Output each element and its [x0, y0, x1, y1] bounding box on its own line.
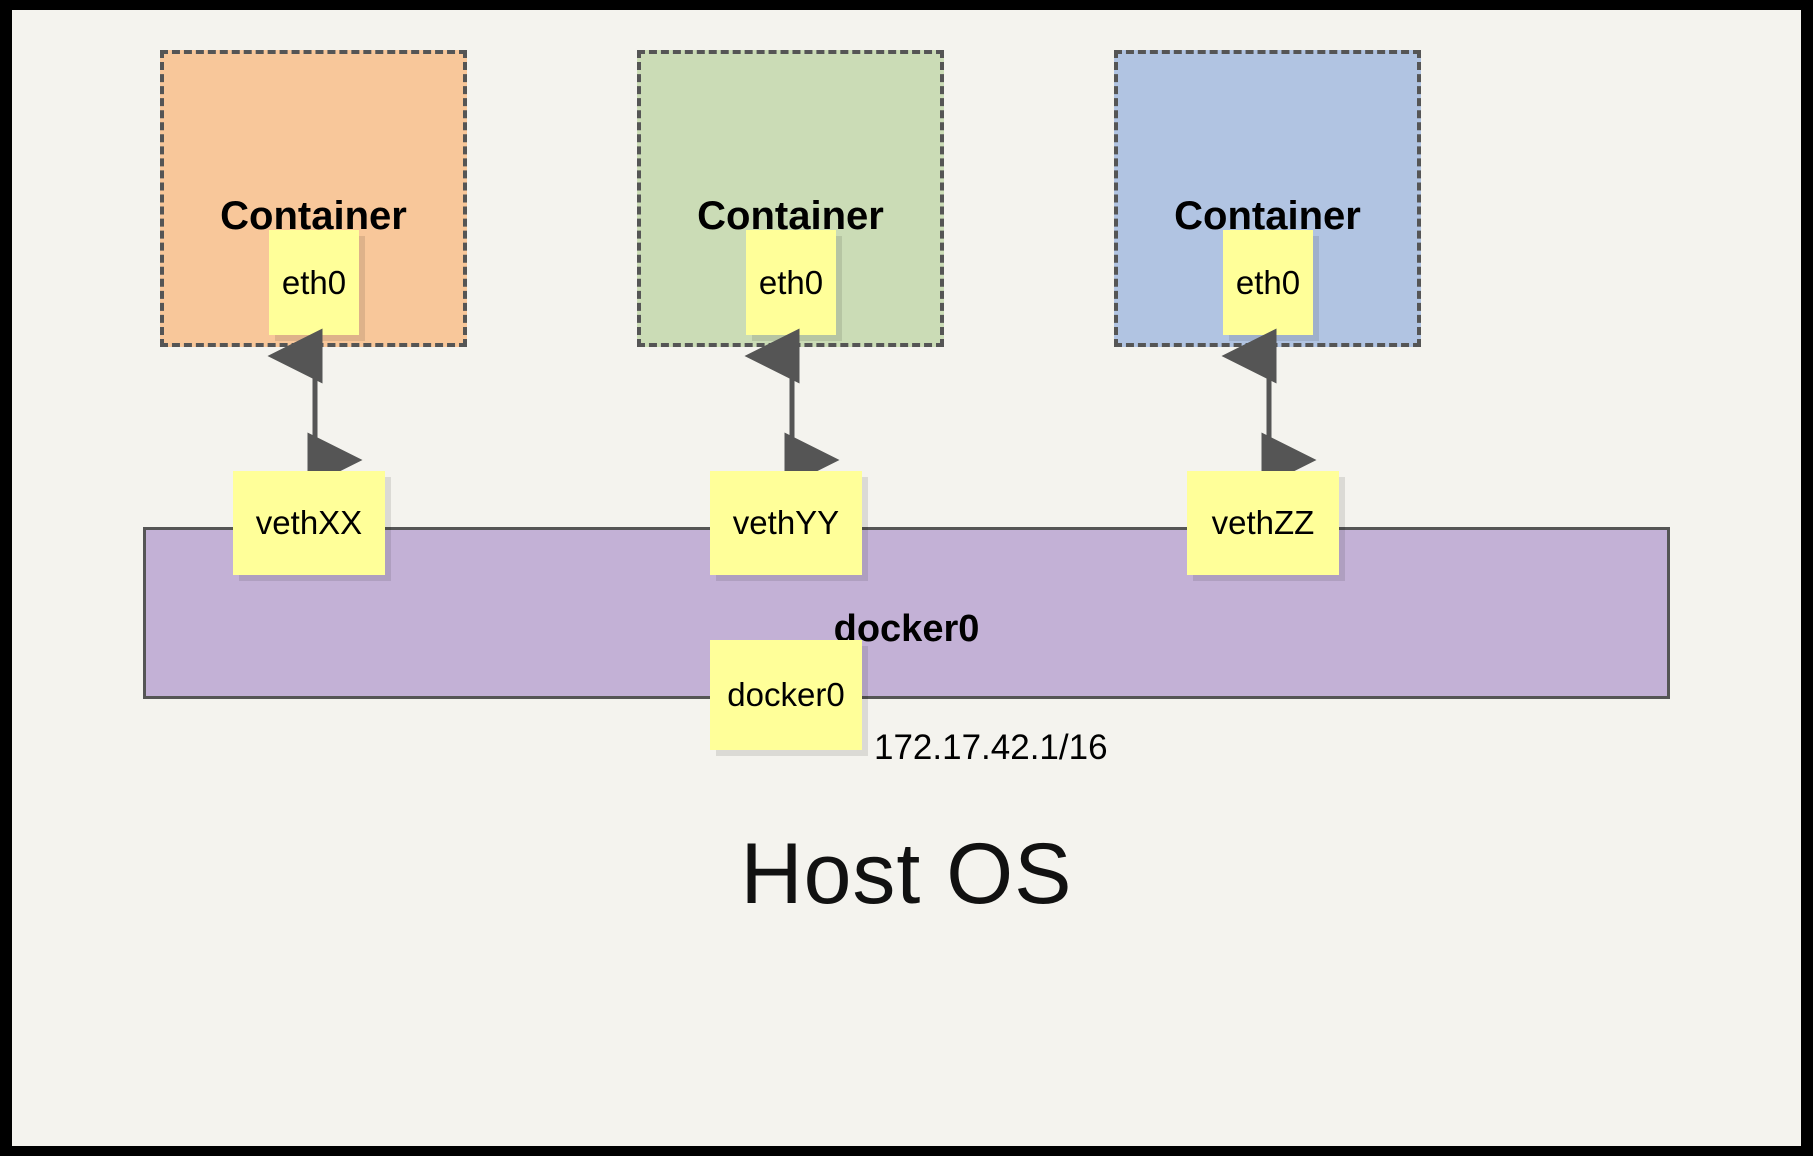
veth-label-3: vethZZ — [1211, 504, 1315, 541]
docker0-bridge-bar: docker0 — [143, 527, 1670, 699]
diagram-stage: Container eth0 Container eth0 Container … — [12, 10, 1801, 1146]
eth0-note-1: eth0 — [269, 230, 359, 335]
veth-note-3: vethZZ — [1187, 471, 1339, 575]
veth-label-1: vethXX — [255, 504, 363, 541]
host-os-label: Host OS — [740, 826, 1073, 922]
veth-note-1: vethXX — [233, 471, 385, 575]
eth0-label-3: eth0 — [1235, 263, 1301, 301]
arrow-eth0-to-vethyy — [744, 328, 840, 488]
eth0-label-1: eth0 — [281, 263, 347, 301]
eth0-label-2: eth0 — [758, 263, 824, 301]
veth-label-2: vethYY — [732, 504, 840, 541]
eth0-note-2: eth0 — [746, 230, 836, 335]
docker0-ip-label: 172.17.42.1/16 — [874, 728, 1108, 767]
docker0-bar-label: docker0 — [833, 608, 980, 650]
veth-note-2: vethYY — [710, 471, 862, 575]
docker0-note-label: docker0 — [727, 676, 845, 713]
arrow-eth0-to-vethxx — [267, 328, 363, 488]
arrow-eth0-to-vethzz — [1221, 328, 1317, 488]
docker0-note: docker0 — [710, 640, 862, 750]
eth0-note-3: eth0 — [1223, 230, 1313, 335]
